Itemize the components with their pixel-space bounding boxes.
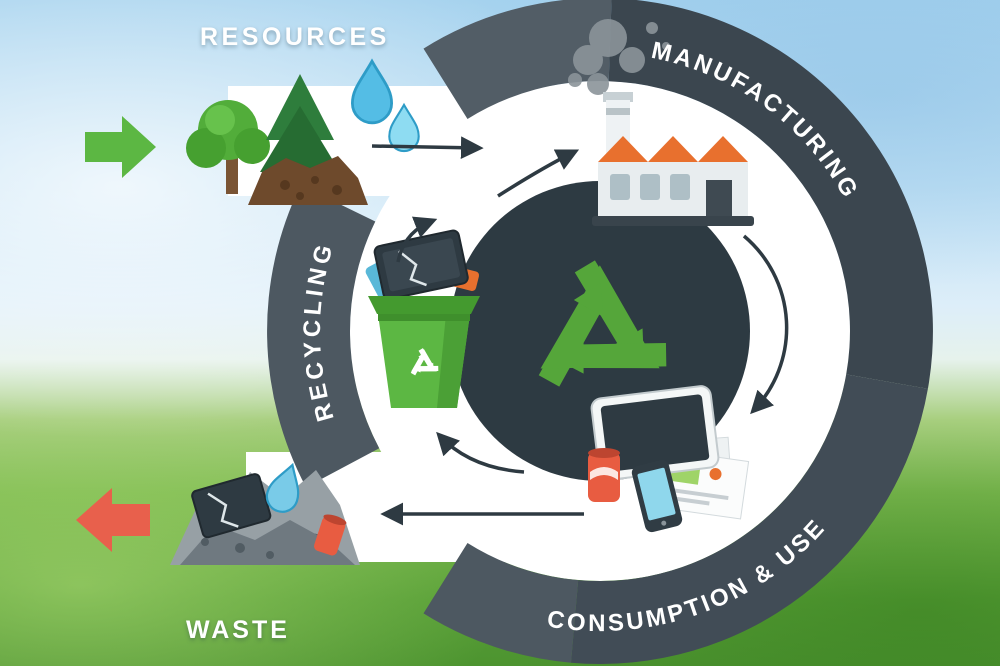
soil-mound-icon bbox=[248, 156, 368, 205]
waste-pile-illustration bbox=[170, 459, 360, 565]
arrow-resources-to-manufacturing bbox=[371, 136, 484, 160]
flow-arrows bbox=[371, 136, 789, 526]
label-waste: WASTE bbox=[186, 616, 290, 644]
round-tree-icon bbox=[186, 100, 270, 194]
ring-segment-bottom-left bbox=[423, 543, 579, 663]
broken-screen-icon bbox=[191, 473, 272, 539]
crushed-can-icon bbox=[314, 514, 347, 556]
waste-output-arrow-icon bbox=[76, 488, 150, 552]
arrow-recycling-up bbox=[396, 216, 438, 263]
dark-ring bbox=[267, 0, 933, 664]
factory-door bbox=[706, 180, 732, 218]
bin-lid bbox=[368, 296, 480, 314]
ring-segment-top-left bbox=[423, 0, 612, 119]
arrow-consumption-to-recycling bbox=[436, 431, 525, 474]
arrow-curved-to-manufacturing bbox=[497, 149, 580, 198]
resources-illustration bbox=[186, 59, 420, 205]
resources-input-arrow-icon bbox=[85, 116, 156, 178]
devices-illustration bbox=[588, 385, 750, 533]
factory-windows bbox=[610, 174, 690, 200]
ring-segment-recycling bbox=[267, 185, 380, 488]
factory-illustration bbox=[592, 92, 754, 226]
soda-can-icon bbox=[588, 448, 620, 502]
ring-segment-consumption bbox=[571, 374, 928, 664]
smoke-puffs bbox=[568, 19, 670, 95]
label-resources: RESOURCES bbox=[200, 23, 390, 51]
ring-segment-manufacturing bbox=[608, 0, 933, 389]
tablet-icon bbox=[590, 385, 720, 481]
phone-icon bbox=[631, 459, 683, 533]
factory-roof bbox=[598, 136, 748, 162]
arrow-manufacturing-to-consumption bbox=[742, 234, 789, 415]
